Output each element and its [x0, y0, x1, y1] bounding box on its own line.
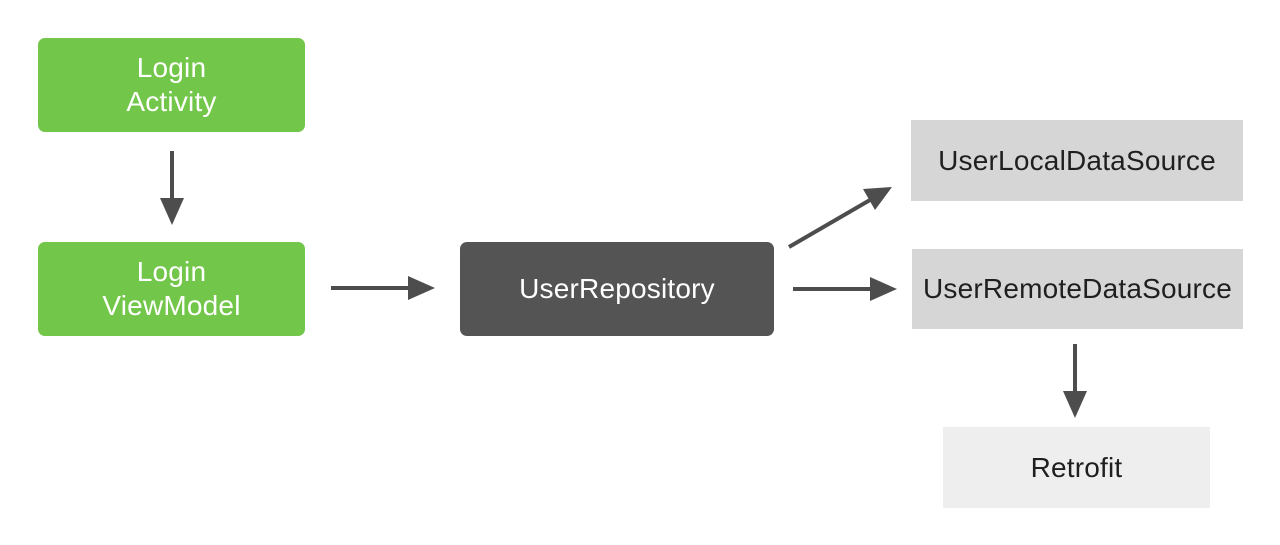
user-remote-data-source-label: UserRemoteDataSource	[922, 273, 1233, 304]
retrofit-label: Retrofit	[1030, 451, 1123, 483]
user-repository-node: UserRepository	[460, 242, 774, 336]
retrofit-node: Retrofit	[943, 427, 1210, 508]
user-remote-data-source-node: UserRemoteDataSource	[912, 249, 1243, 329]
user-local-data-source-node: UserLocalDataSource	[911, 120, 1243, 201]
user-local-data-source-label: UserLocalDataSource	[938, 144, 1216, 176]
arrow-repository-to-remote-source	[793, 277, 897, 301]
arrow-viewmodel-to-repository	[331, 276, 435, 300]
arrow-repository-to-local-source	[787, 187, 892, 249]
login-viewmodel-label-line2: ViewModel	[102, 290, 241, 321]
login-activity-node: Login Activity	[38, 38, 305, 132]
login-viewmodel-label-line1: Login	[136, 256, 207, 287]
login-viewmodel-node: Login ViewModel	[38, 242, 305, 336]
login-activity-label-line1: Login	[136, 52, 207, 83]
arrow-activity-to-viewmodel	[160, 151, 184, 225]
user-repository-label: UserRepository	[519, 273, 715, 304]
login-activity-label-line2: Activity	[126, 86, 217, 117]
arrow-remote-source-to-retrofit	[1063, 344, 1087, 418]
